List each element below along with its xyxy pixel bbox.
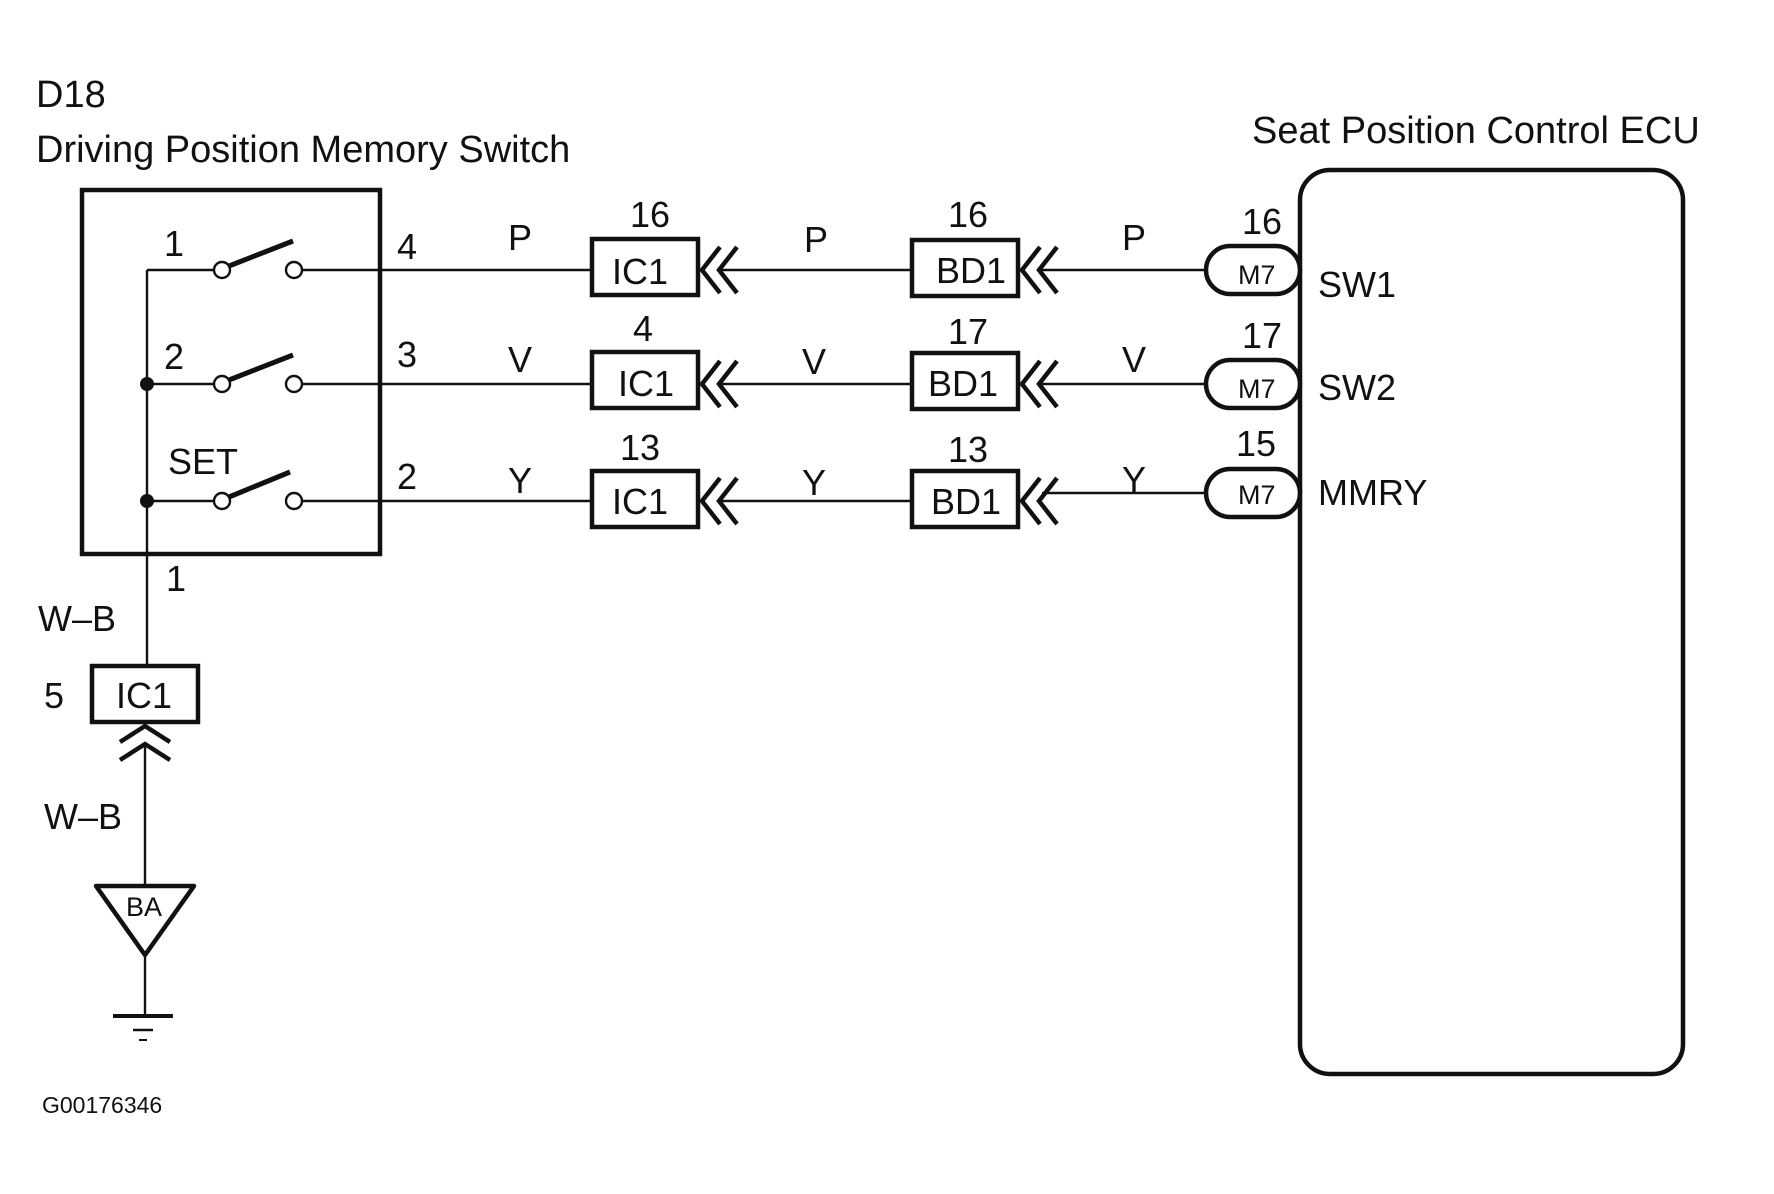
ecu-pin-15: 15 bbox=[1236, 423, 1276, 464]
m7-label: M7 bbox=[1238, 480, 1276, 510]
ground-wire-color-lower: W–B bbox=[44, 796, 122, 837]
ic1-connector-row1: IC1 bbox=[589, 236, 701, 298]
wire-color-p-3: P bbox=[1122, 217, 1146, 258]
bd1-label: BD1 bbox=[931, 481, 1001, 522]
bd1-connector-row3: BD1 bbox=[909, 468, 1021, 530]
ground-icon bbox=[113, 1014, 173, 1041]
bd1-label: BD1 bbox=[928, 363, 998, 404]
switch-1-label: 1 bbox=[164, 223, 184, 264]
ground-point-label: BA bbox=[126, 892, 162, 922]
ic1-connector-chevrons bbox=[699, 245, 739, 526]
bd1-pin-row1: 16 bbox=[948, 194, 988, 235]
m7-connector-mmry: M7 bbox=[1203, 466, 1303, 520]
wire-color-p-1: P bbox=[508, 217, 532, 258]
switch-code-label: D18 bbox=[36, 74, 106, 116]
ic1-connector-row3: IC1 bbox=[589, 468, 701, 530]
ic1-ground-connector: IC1 bbox=[89, 663, 201, 725]
bd1-connector-row1: BD1 bbox=[909, 237, 1021, 299]
ic1-label: IC1 bbox=[612, 251, 668, 292]
ic1-label: IC1 bbox=[116, 675, 172, 716]
bd1-connector-chevrons bbox=[1019, 245, 1059, 526]
figure-code: G00176346 bbox=[42, 1092, 162, 1118]
wire-color-y-2: Y bbox=[802, 462, 826, 503]
m7-connector-sw1: M7 bbox=[1203, 243, 1303, 297]
ground-wire-color-upper: W–B bbox=[38, 598, 116, 639]
ic1-pin-row3: 13 bbox=[620, 427, 660, 468]
ecu-body bbox=[1297, 167, 1686, 1077]
ground-point-triangle: BA bbox=[93, 883, 197, 958]
switch-body bbox=[79, 187, 383, 557]
ecu-signal-sw1: SW1 bbox=[1318, 264, 1396, 305]
junction-dot bbox=[140, 494, 154, 508]
switch-ground-pin: 1 bbox=[166, 558, 186, 599]
ic1-pin-row1: 16 bbox=[630, 194, 670, 235]
ecu-signal-sw2: SW2 bbox=[1318, 367, 1396, 408]
m7-label: M7 bbox=[1238, 260, 1276, 290]
wire-color-v-2: V bbox=[802, 341, 826, 382]
switch-2-label: 2 bbox=[164, 336, 184, 377]
ecu-pin-16: 16 bbox=[1242, 201, 1282, 242]
wire-color-y-3: Y bbox=[1122, 459, 1146, 500]
wire-color-v-3: V bbox=[1122, 339, 1146, 380]
switch-pin-3: 3 bbox=[397, 334, 417, 375]
ecu-pin-17: 17 bbox=[1242, 315, 1282, 356]
ground-connector-pin: 5 bbox=[44, 675, 64, 716]
bd1-pin-row2: 17 bbox=[948, 311, 988, 352]
wire-color-y-1: Y bbox=[508, 460, 532, 501]
switch-pin-4: 4 bbox=[397, 226, 417, 267]
switch-2 bbox=[212, 352, 304, 394]
ic1-connector-row2: IC1 bbox=[589, 349, 701, 411]
bd1-label: BD1 bbox=[936, 250, 1006, 291]
bd1-connector-row2: BD1 bbox=[909, 350, 1021, 412]
m7-connector-sw2: M7 bbox=[1203, 357, 1303, 411]
m7-label: M7 bbox=[1238, 374, 1276, 404]
switch-set bbox=[212, 469, 304, 511]
ic1-label: IC1 bbox=[618, 363, 674, 404]
switch-pin-2: 2 bbox=[397, 456, 417, 497]
switch-name-label: Driving Position Memory Switch bbox=[36, 129, 570, 171]
switch-set-label: SET bbox=[168, 441, 238, 482]
ecu-signal-mmry: MMRY bbox=[1318, 472, 1427, 513]
bd1-pin-row3: 13 bbox=[948, 429, 988, 470]
wire-color-p-2: P bbox=[804, 219, 828, 260]
ic1-pin-row2: 4 bbox=[633, 308, 653, 349]
junction-dot bbox=[140, 377, 154, 391]
ecu-name-label: Seat Position Control ECU bbox=[1252, 110, 1700, 152]
ic1-label: IC1 bbox=[612, 481, 668, 522]
wire-color-v-1: V bbox=[508, 339, 532, 380]
